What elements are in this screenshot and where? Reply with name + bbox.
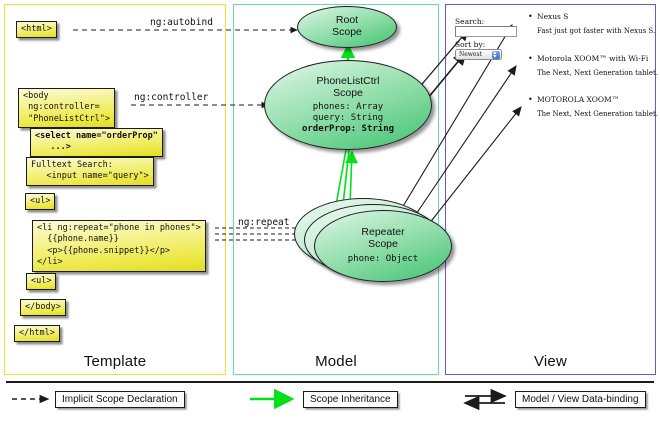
legend-item-implicit-scope-declaration: Implicit Scope Declaration [55, 391, 185, 408]
label-ng-controller: ng:controller [134, 92, 209, 103]
code-box-fulltext-search[interactable]: Fulltext Search: <input name="query"> [26, 157, 154, 186]
view-phone-item-2[interactable]: Motorola XOOM™ with Wi-Fi The Next, Next… [537, 54, 658, 77]
code-box-ul-open[interactable]: <ul> [25, 193, 56, 211]
view-phone-snippet-1: Fast just got faster with Nexus S. [537, 27, 656, 35]
legend-item-scope-inheritance: Scope Inheritance [303, 391, 398, 408]
label-ng-repeat: ng:repeat [238, 217, 290, 228]
code-box-ul-close[interactable]: <ul> [26, 273, 57, 291]
view-search-label: Search: [455, 17, 485, 26]
scope-phonelistctrl-props: phones: Array query: String orderProp: S… [302, 102, 394, 134]
view-search-input[interactable] [455, 26, 517, 37]
legend-divider [6, 381, 654, 383]
code-box-li-ng-repeat[interactable]: <li ng:repeat="phone in phones"> {{phone… [32, 220, 206, 272]
view-phone-name-2: Motorola XOOM™ with Wi-Fi [537, 54, 658, 63]
view-phone-item-3[interactable]: MOTOROLA XOOM™ The Next, Next Generation… [537, 95, 658, 118]
view-sort-select[interactable]: Newest [455, 48, 502, 62]
view-phone-name-3: MOTOROLA XOOM™ [537, 95, 658, 104]
legend-glyph-databinding [463, 388, 507, 411]
code-box-body-open[interactable]: <body ng:controller= "PhoneListCtrl"> [18, 88, 115, 129]
code-box-html-close[interactable]: </html> [14, 325, 60, 343]
view-sort-selected-value: Newest [459, 51, 482, 58]
view-phone-name-1: Nexus S [537, 12, 655, 21]
panel-model-label: Model [315, 353, 357, 370]
scope-repeater-props: phone: Object [347, 253, 419, 264]
view-phone-snippet-2: The Next, Next Generation tablet. [537, 69, 659, 77]
view-phone-snippet-3: The Next, Next Generation tablet. [537, 110, 659, 118]
code-box-body-close[interactable]: </body> [20, 299, 66, 317]
prop-phones-query: phones: Array query: String [312, 102, 384, 123]
view-phone-item-1[interactable]: Nexus S Fast just got faster with Nexus … [537, 12, 655, 35]
prop-orderprop: orderProp: String [301, 123, 395, 134]
panel-template-label: Template [83, 353, 147, 370]
code-box-select[interactable]: <select name="orderProp" ...> [30, 128, 163, 157]
panel-view-label: View [533, 353, 568, 370]
view-sort-label: Sort by: [455, 40, 486, 49]
panel-template: Template [4, 4, 226, 375]
code-box-html-open[interactable]: <html> [16, 21, 57, 39]
label-ng-autobind: ng:autobind [150, 17, 213, 28]
legend-item-model-view-databinding: Model / View Data-binding [515, 391, 646, 408]
chevron-updown-icon [492, 48, 500, 62]
